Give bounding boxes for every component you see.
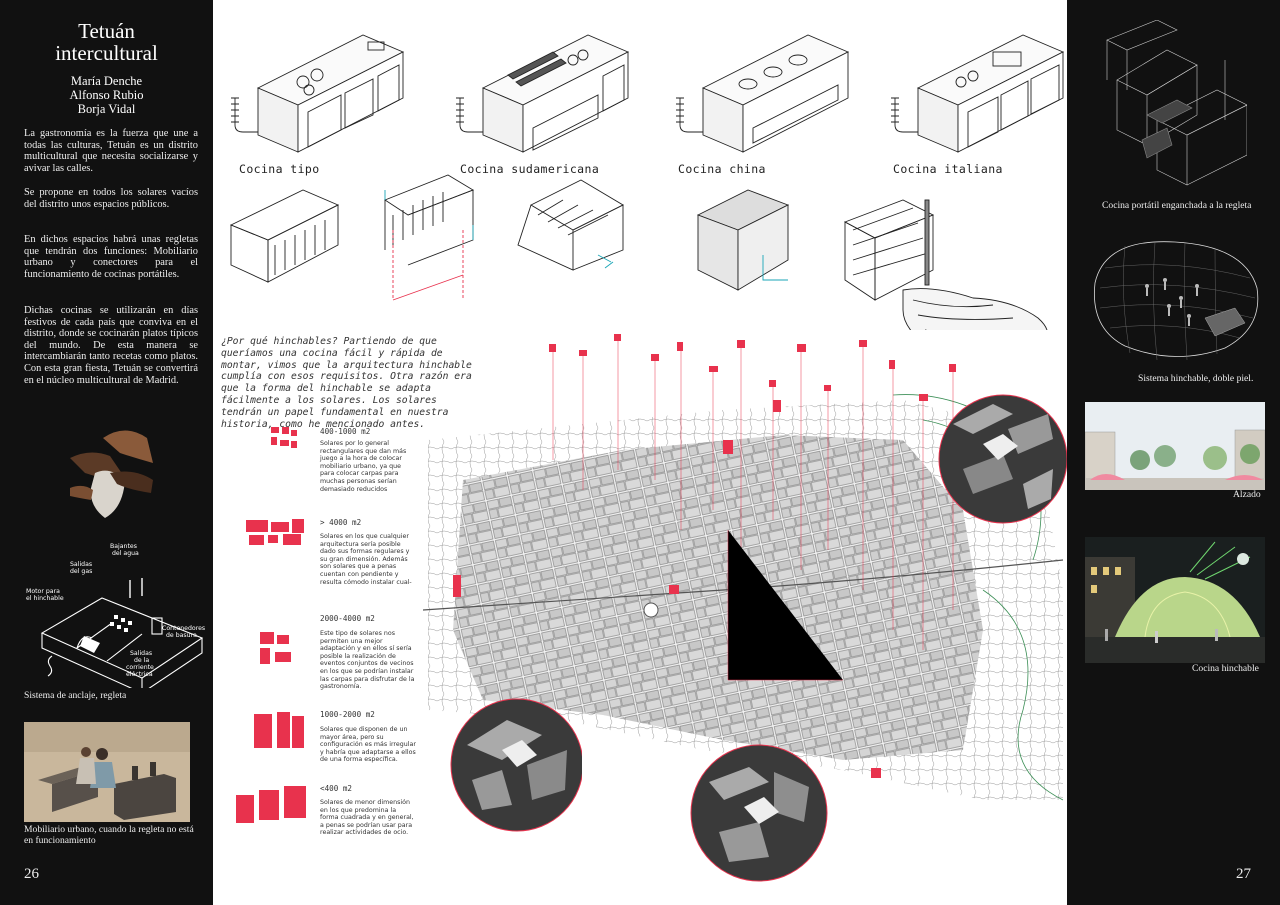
plot-shape <box>283 534 301 545</box>
alzado-render <box>1085 402 1265 490</box>
label-bajantes: Bajantes <box>110 543 137 550</box>
plot-size-label: 2000-4000 m2 <box>320 614 375 623</box>
plot-shape <box>254 714 272 748</box>
plot-desc: Solares en los que cualquier arquitectur… <box>320 533 412 586</box>
regleta-diagram: Bajantes del agua Salidas del gas Motor … <box>26 543 205 688</box>
district-map <box>423 334 1064 801</box>
plot-shape <box>271 437 277 445</box>
authors: María Denche Alfonso Rubio Borja Vidal <box>0 74 213 116</box>
label-contenedores: Contenedores <box>162 625 205 632</box>
mobiliario-render <box>24 722 190 822</box>
title-line-1: Tetuán <box>78 19 135 43</box>
zoom-circle-3 <box>690 744 828 882</box>
caption-regleta: Sistema de anclaje, regleta <box>24 690 127 701</box>
plot-shape <box>236 795 254 823</box>
plot-shape <box>282 427 289 434</box>
caption-alzado: Alzado <box>1233 489 1261 500</box>
portable-kitchen-drawing <box>1106 20 1247 186</box>
author: Alfonso Rubio <box>69 88 144 102</box>
plot-size-label: > 4000 m2 <box>320 518 362 527</box>
kitchens-diagrams <box>229 34 1065 330</box>
plot-shape <box>259 790 279 820</box>
label-salidas-corriente: corriente <box>126 664 154 671</box>
intro-paragraph: En dichos espacios habrá unas regletas q… <box>24 234 198 280</box>
caption-mobiliario: Mobiliario urbano, cuando la regleta no … <box>24 824 194 846</box>
kitchen-china-drawing <box>676 34 850 153</box>
plot-shape <box>271 427 279 433</box>
label-bajantes: del agua <box>112 550 139 557</box>
kitchen-tipo-drawing <box>231 34 405 153</box>
plot-desc: Solares de menor dimensión en los que pr… <box>320 799 414 837</box>
intro-paragraph: La gastronomía es la fuerza que une a to… <box>24 128 198 174</box>
center-panel: Cocina tipo Cocina sudamericana Cocina c… <box>213 0 1067 905</box>
plot-shape <box>260 648 270 664</box>
plot-shape <box>280 440 289 446</box>
left-panel: Tetuán intercultural María Denche Alfons… <box>0 0 213 905</box>
label-salidas-corriente: eléctrica <box>126 670 153 678</box>
plot-desc: Solares que disponen de un mayor área, p… <box>320 726 416 764</box>
label-contenedores: de basura <box>166 632 197 639</box>
caption-cocina-hinchable: Cocina hinchable <box>1192 663 1259 674</box>
inflatable-system-drawing <box>1093 241 1259 361</box>
assembly-step-5 <box>843 199 1048 330</box>
plot-shape <box>268 535 278 543</box>
plot-shape <box>271 522 289 532</box>
page-number: 26 <box>24 866 39 882</box>
label-motor: el hinchable <box>26 595 64 602</box>
kitchen-sudamericana-drawing <box>456 34 630 153</box>
assembly-step-2 <box>384 174 475 301</box>
plot-size-label: 400-1000 m2 <box>320 427 371 436</box>
cocina-hinchable-render <box>1085 537 1265 663</box>
assembly-step-1 <box>229 189 340 283</box>
label-salidas-corriente: Salidas <box>130 650 152 657</box>
intro-paragraph: Dichas cocinas se utilizarán en días fes… <box>24 305 198 386</box>
label-salidas-gas: Salidas <box>70 561 92 568</box>
label-salidas-corriente: de la <box>134 657 149 664</box>
plot-size-label: 1000-2000 m2 <box>320 710 375 719</box>
plot-shape <box>291 430 297 436</box>
caption-sistema-hinchable: Sistema hinchable, doble piel. <box>1138 373 1254 384</box>
plot-size-label: <400 m2 <box>320 784 353 793</box>
plot-shape <box>260 632 274 644</box>
plot-shape <box>249 535 264 545</box>
plot-shape <box>246 520 268 532</box>
plot-shape <box>292 519 304 533</box>
zoom-circle-2 <box>450 698 582 832</box>
label-salidas-gas: del gas <box>70 568 92 575</box>
plot-shape <box>277 712 290 748</box>
caption-cocina-portatil: Cocina portátil enganchada a la regleta <box>1102 200 1252 211</box>
why-inflatables-text: ¿Por qué hinchables? Partiendo de que qu… <box>221 336 472 430</box>
kitchen-label: Cocina sudamericana <box>460 162 600 176</box>
author: María Denche <box>70 74 143 88</box>
plot-shape <box>277 635 289 644</box>
hands-illustration <box>70 430 153 518</box>
kitchen-label: Cocina tipo <box>239 162 320 176</box>
plot-shape <box>291 441 297 448</box>
author: Borja Vidal <box>77 102 136 116</box>
assembly-step-4 <box>696 189 790 291</box>
plot-shape <box>292 716 304 748</box>
label-motor: Motor para <box>26 588 60 595</box>
intro-paragraph: Se propone en todos los solares vacíos d… <box>24 187 198 210</box>
page-title: Tetuán intercultural <box>0 20 213 64</box>
kitchen-italiana-drawing <box>891 34 1065 153</box>
page-number: 27 <box>1236 866 1251 882</box>
title-line-2: intercultural <box>55 41 158 65</box>
zoom-circle-1 <box>938 394 1067 524</box>
plot-desc: Este tipo de solares nos permiten una me… <box>320 630 415 691</box>
assembly-step-3 <box>517 179 624 271</box>
kitchen-label: Cocina italiana <box>893 162 1003 176</box>
plot-shape <box>284 786 306 818</box>
kitchen-label: Cocina china <box>678 162 766 176</box>
plot-shape <box>275 652 291 662</box>
right-panel: Cocina portátil enganchada a la regleta … <box>1067 0 1280 905</box>
plot-desc: Solares por lo general rectangulares que… <box>320 440 407 493</box>
